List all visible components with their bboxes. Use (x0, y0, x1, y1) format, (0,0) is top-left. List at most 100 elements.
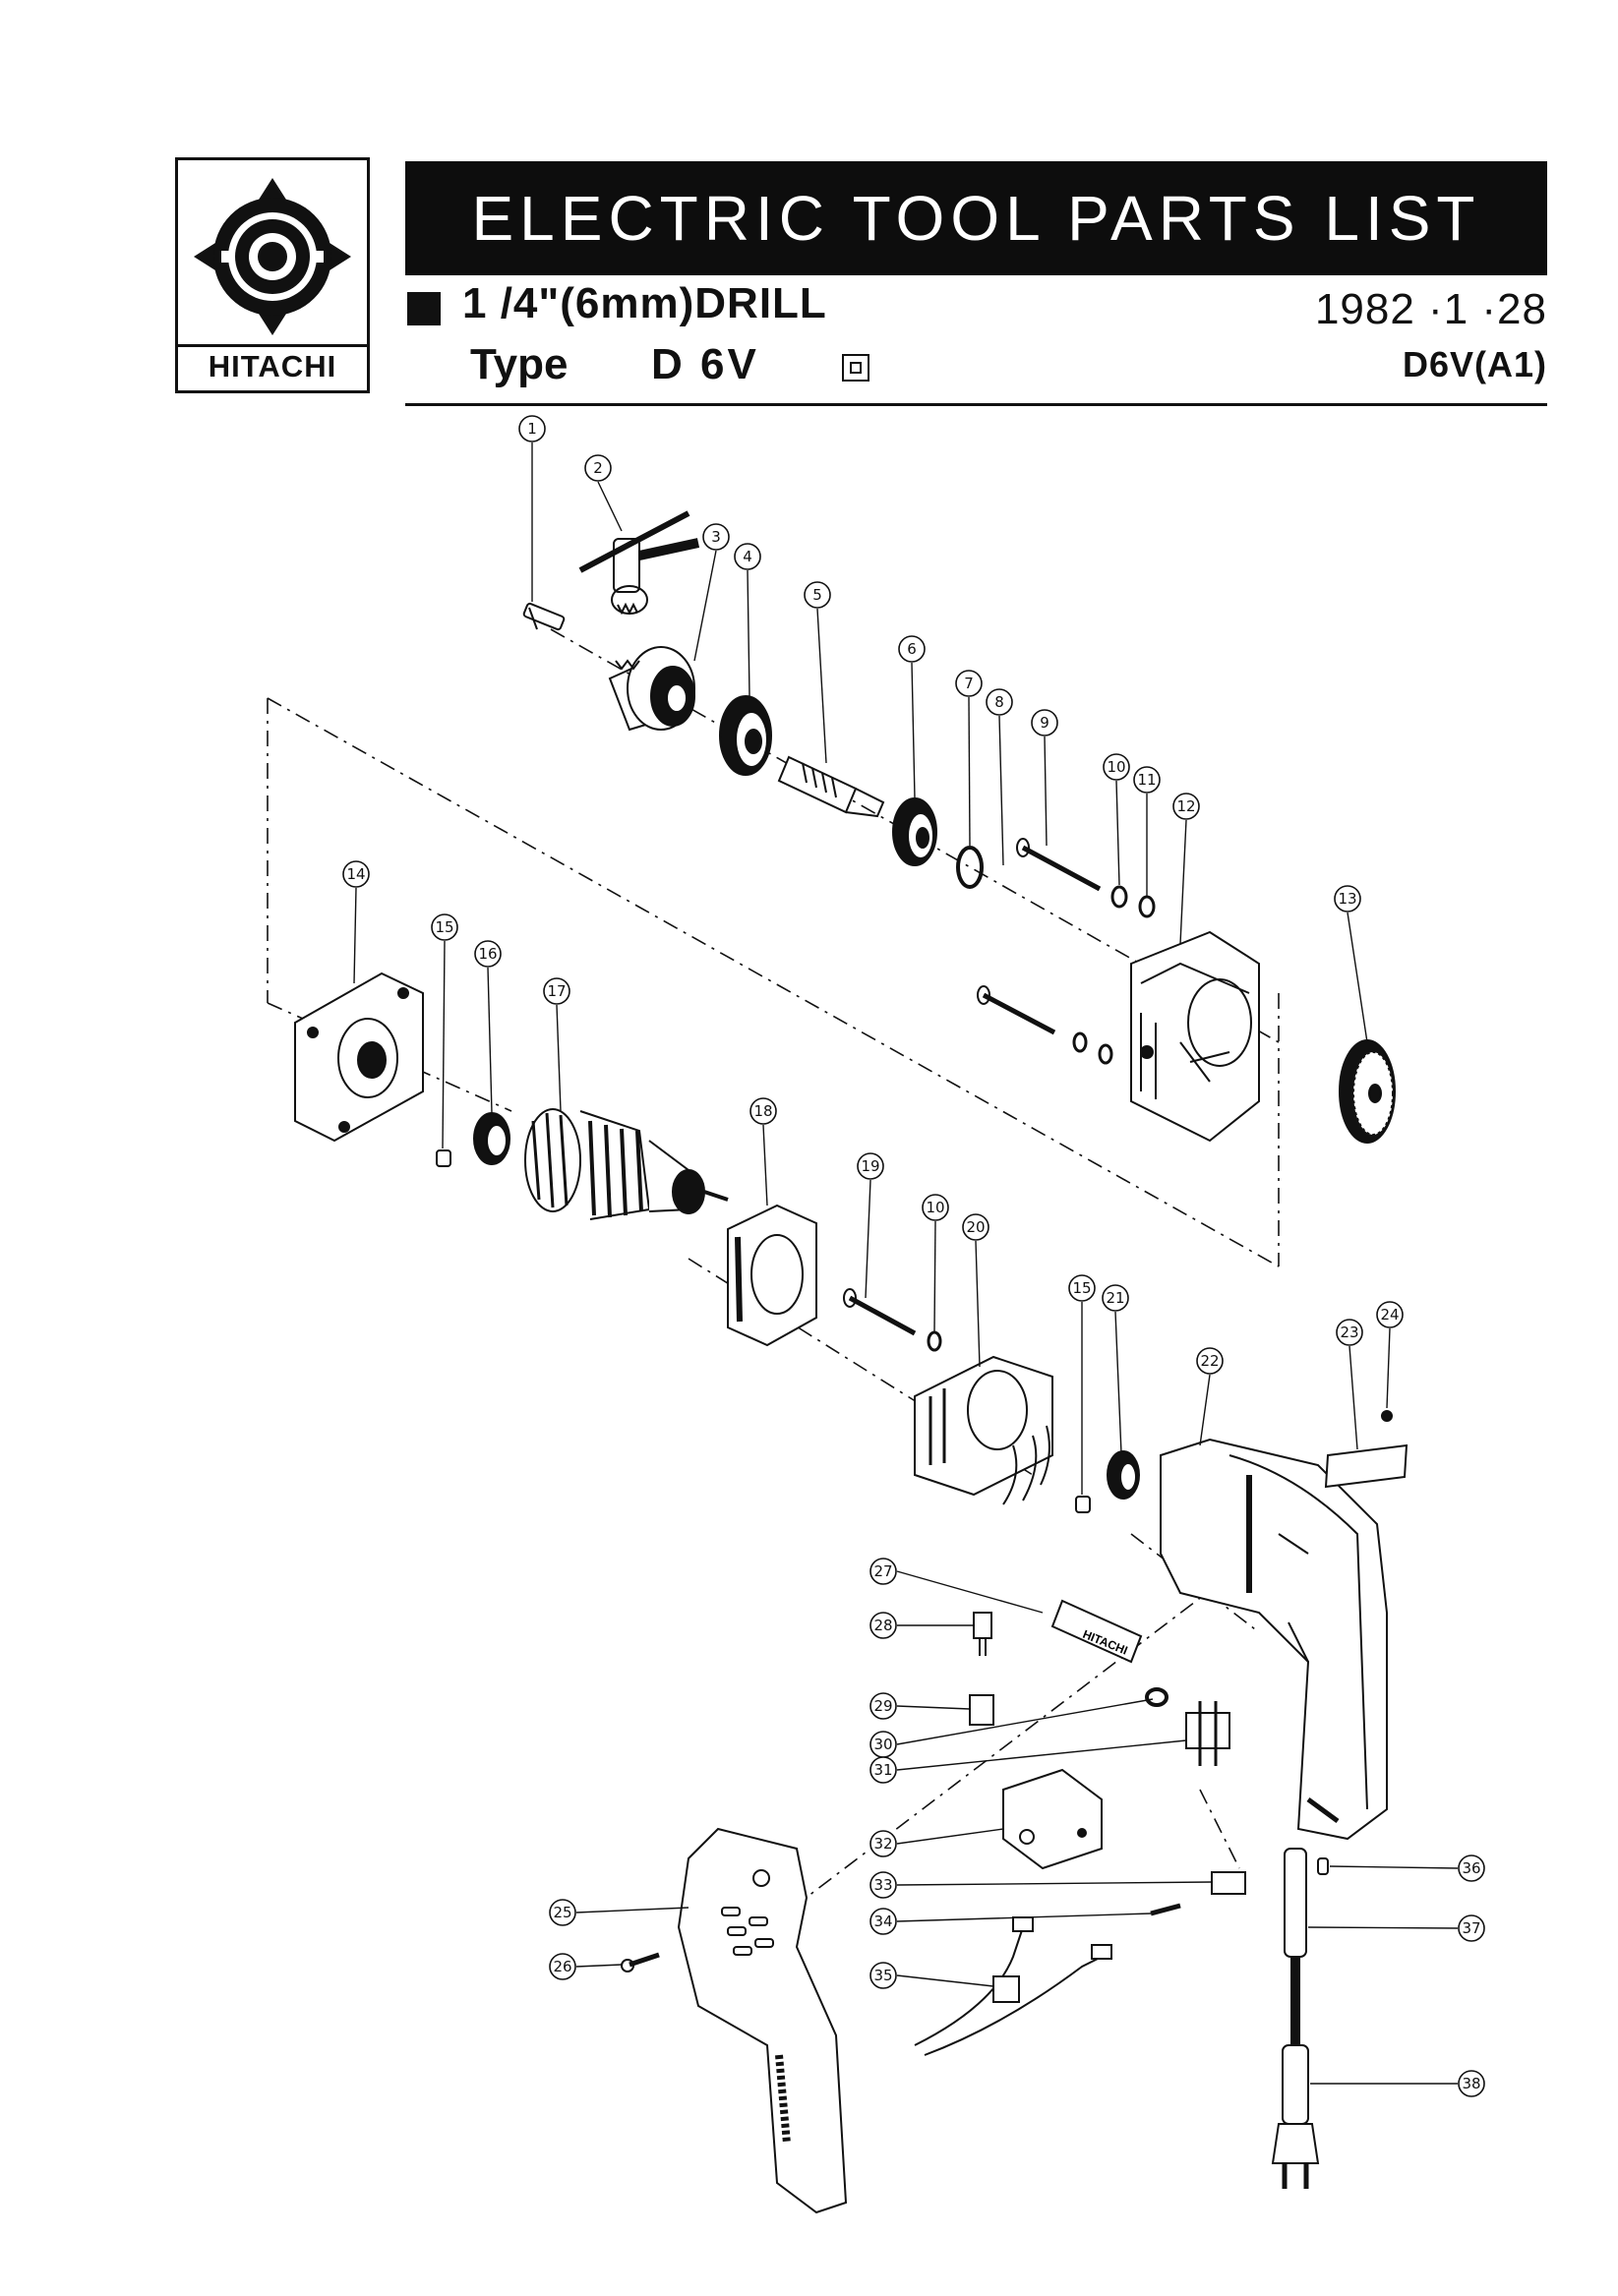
callout-number-20: 20 (966, 1218, 985, 1236)
callout-number-35: 35 (873, 1967, 892, 1984)
callout-leader-line (1115, 780, 1120, 886)
part-11-washer (1138, 895, 1156, 918)
part-28-carbon-brush (973, 1612, 992, 1656)
callout-number-36: 36 (1462, 1859, 1480, 1877)
callout-circle (1458, 1854, 1485, 1882)
callout-circle (869, 1692, 897, 1720)
bullet-square (407, 292, 441, 325)
part-16-ball-bearing (473, 1112, 510, 1165)
part-15-pin-b (1075, 1496, 1091, 1513)
callout-number-13: 13 (1338, 890, 1356, 908)
callout-leader-line (865, 1179, 871, 1299)
part-18-fan-guide (727, 1204, 817, 1347)
part-14-inner-cover (294, 971, 424, 1143)
callout-circle (857, 1152, 884, 1180)
callout-leader-line (896, 1974, 994, 1987)
part-30-nut (1145, 1687, 1169, 1707)
callout-number-12: 12 (1176, 797, 1195, 815)
part-4-ball-bearing (719, 695, 772, 776)
callout-number-22: 22 (1200, 1352, 1219, 1370)
callout-circle (1334, 885, 1361, 913)
callout-number-8: 8 (994, 693, 1004, 711)
callout-leader-line (1044, 736, 1048, 847)
callout-circle (869, 1908, 897, 1935)
callout-leader-line (968, 696, 971, 847)
page-title: ELECTRIC TOOL PARTS LIST (405, 161, 1547, 275)
part-21-ball-bearing (1107, 1450, 1140, 1500)
part-34-screw (1150, 1903, 1181, 1916)
product-name: 1 /4"(6mm)DRILL (462, 279, 827, 327)
callout-leader-line (762, 1124, 768, 1207)
callout-number-21: 21 (1106, 1289, 1124, 1307)
callout-number-10: 10 (926, 1199, 944, 1216)
callout-number-18: 18 (753, 1102, 772, 1120)
callout-circle (1376, 1301, 1404, 1328)
callout-number-19: 19 (861, 1157, 879, 1175)
callout-number-38: 38 (1462, 2075, 1480, 2092)
callout-leader-line (442, 940, 446, 1149)
part-12-gear-cover (1130, 930, 1260, 1143)
callout-number-26: 26 (553, 1958, 571, 1975)
part-22-housing (1160, 1438, 1388, 1841)
callout-circle (955, 670, 983, 697)
callout-circle (1133, 766, 1161, 794)
callout-number-10: 10 (1107, 758, 1125, 776)
callout-leader-line (896, 1828, 1004, 1845)
hitachi-emblem-icon (194, 178, 351, 335)
part-1-screw (522, 602, 566, 631)
callout-leader-line (575, 1907, 689, 1913)
callout-leader-line (597, 481, 623, 532)
callout-group: 1234567891011121314151617181910201521222… (342, 415, 1485, 2097)
callout-circle (986, 688, 1013, 716)
callout-leader-line (487, 967, 493, 1114)
model-number: D 6V (651, 340, 759, 388)
part-38-cord (1271, 2044, 1320, 2189)
callout-number-5: 5 (812, 586, 822, 604)
callout-circle (1068, 1274, 1096, 1302)
part-32-switch (1002, 1768, 1103, 1870)
callout-number-1: 1 (527, 420, 537, 438)
callout-circle (869, 1962, 897, 1989)
callout-circle (342, 860, 370, 888)
callout-leader-line (998, 715, 1004, 866)
part-37-cord-armor (1284, 1848, 1307, 2045)
model-square-symbol (842, 354, 869, 382)
callout-circle (1336, 1319, 1363, 1346)
callout-number-17: 17 (547, 982, 566, 1000)
callout-leader-line (816, 608, 827, 764)
callout-number-28: 28 (873, 1617, 892, 1634)
callout-leader-line (1114, 1311, 1122, 1454)
callout-leader-line (1386, 1327, 1391, 1409)
callout-circle (1031, 709, 1058, 736)
part-9-screw (1016, 838, 1102, 892)
issue-date: 1982 ·1 ·28 (1314, 285, 1547, 333)
model-code: D6V(A1) (1402, 344, 1547, 384)
part-31-terminal-block (1185, 1701, 1230, 1766)
part-15-pin (436, 1149, 451, 1167)
callout-circle (962, 1213, 989, 1241)
callout-circle (1103, 753, 1130, 781)
callout-circle (804, 581, 831, 609)
callout-leader-line (896, 1698, 1154, 1745)
part-25-handle-cover (677, 1827, 848, 2214)
part-3-drill-chuck (608, 646, 695, 732)
callout-circle (549, 1899, 576, 1926)
part-10-washer-lower (927, 1330, 942, 1352)
callout-circle (869, 1612, 897, 1639)
callout-number-34: 34 (873, 1913, 892, 1930)
callout-number-7: 7 (964, 675, 974, 692)
callout-circle (431, 913, 458, 941)
callout-number-29: 29 (873, 1697, 892, 1715)
part-19-screw (843, 1288, 917, 1336)
callout-leader-line (896, 1705, 971, 1710)
header-divider (405, 403, 1547, 406)
callout-circle (922, 1194, 949, 1221)
callout-leader-line (911, 662, 916, 799)
part-29-brush-holder (969, 1694, 994, 1726)
callout-leader-line (896, 1881, 1213, 1886)
callout-circle (1102, 1284, 1129, 1312)
part-7-retaining-ring (956, 846, 984, 889)
callout-number-9: 9 (1040, 714, 1049, 732)
callout-number-32: 32 (873, 1835, 892, 1853)
